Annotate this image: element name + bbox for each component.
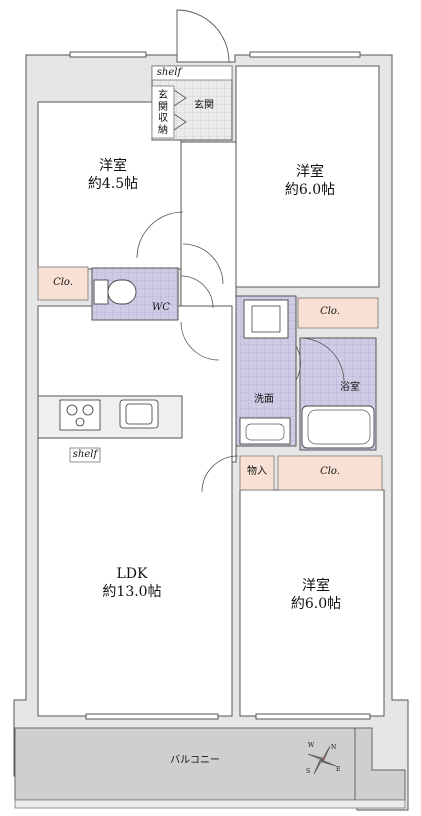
kitchen-sink [119, 399, 159, 429]
compass-e: E [336, 766, 341, 773]
kitchen-shelf-box [69, 447, 101, 463]
room-size: 約6.0帖 [290, 595, 342, 612]
toilet-fixture [93, 279, 137, 305]
compass-s: S [306, 768, 311, 775]
entrance-shelf-label: shelf [156, 67, 182, 78]
kitchen-shelf-label: shelf [72, 449, 98, 460]
kitchen-counter [37, 395, 183, 439]
closet-ne [297, 297, 379, 329]
interior-doors [136, 211, 301, 493]
ldk-floor [37, 305, 233, 717]
closet-se [277, 455, 383, 491]
stove [59, 399, 101, 431]
room-size: 約4.5帖 [87, 175, 139, 192]
bedroom-ne-label: 洋室 約6.0帖 [272, 164, 348, 199]
storage-room [239, 455, 275, 491]
closet-se-label: Clo. [320, 466, 340, 477]
bedroom-se-floor [239, 489, 385, 717]
balcony-area [14, 727, 356, 801]
entrance-shelf-box [151, 65, 233, 81]
windows [69, 51, 371, 720]
compass-rose [307, 745, 337, 775]
bathroom-label: 浴室 [340, 382, 360, 393]
entrance-storage-label: 玄関収納 [158, 90, 168, 136]
closet-nw [37, 266, 89, 301]
balcony-label: バルコニー [170, 755, 220, 766]
room-size: 約6.0帖 [284, 181, 336, 198]
room-name: 洋室 [99, 158, 127, 174]
bedroom-se-label: 洋室 約6.0帖 [278, 578, 354, 613]
bedroom-ne-floor [235, 65, 380, 288]
room-name: 洋室 [296, 164, 324, 180]
bedroom-nw-label: 洋室 約4.5帖 [78, 158, 148, 193]
closet-nw-label: Clo. [53, 277, 73, 288]
front-door [176, 9, 230, 63]
room-floors [37, 65, 385, 717]
room-size: 約13.0帖 [102, 583, 162, 600]
storage-label: 物入 [247, 466, 267, 477]
entrance-storage-box [151, 85, 175, 139]
room-name: 洋室 [302, 578, 330, 594]
compass-n: N [331, 744, 337, 751]
toilet-label: WC [152, 302, 170, 313]
ldk-label: LDK 約13.0帖 [90, 566, 174, 601]
entrance-label: 玄関 [194, 100, 214, 111]
compass-w: W [308, 742, 315, 749]
closet-ne-label: Clo. [320, 306, 340, 317]
room-name: LDK [116, 566, 148, 582]
washroom-label: 洗面 [254, 394, 274, 405]
